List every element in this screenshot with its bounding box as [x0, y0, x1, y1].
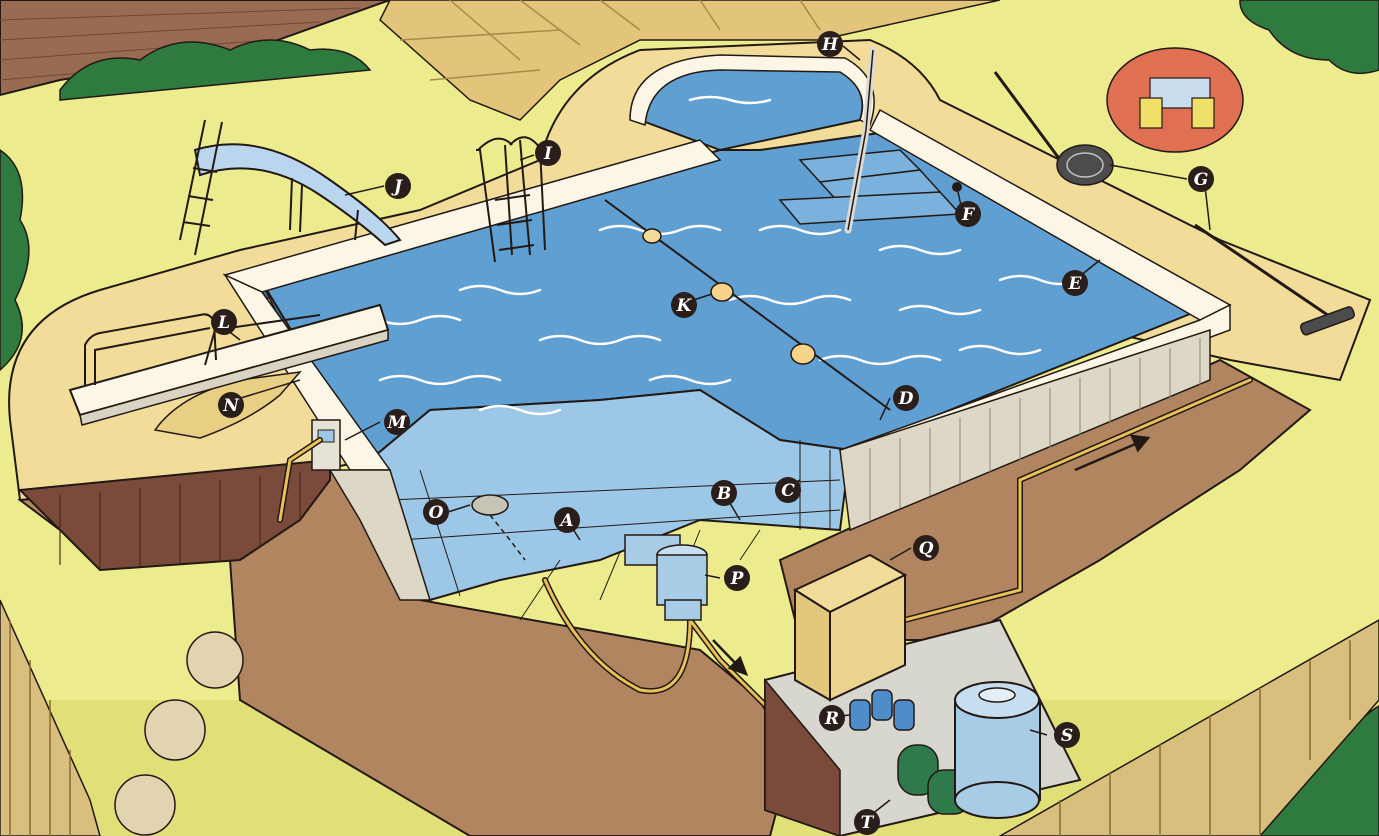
- label-F: F: [955, 201, 981, 227]
- stepping-stones: [114, 631, 244, 836]
- heater: [792, 553, 908, 702]
- paving-joints: [399, 0, 821, 81]
- return-inlet: [952, 182, 962, 192]
- label-J: J: [385, 173, 411, 199]
- label-S-text: S: [1061, 726, 1073, 746]
- test-kit: [1106, 47, 1244, 153]
- label-C-text: C: [781, 481, 795, 501]
- float-1: [642, 228, 662, 244]
- label-H: H: [817, 31, 843, 57]
- main-drain: [471, 494, 526, 561]
- fence-left-boards: [9, 620, 71, 836]
- wall-grain-right: [869, 338, 1201, 520]
- label-J-text: J: [391, 177, 403, 197]
- label-P-text: P: [730, 569, 745, 589]
- label-N: N: [218, 392, 244, 418]
- label-B: B: [711, 480, 737, 506]
- label-A-text: A: [558, 511, 573, 531]
- hedge-left: [0, 149, 30, 371]
- label-D: D: [893, 385, 919, 411]
- label-B-text: B: [716, 484, 731, 504]
- cleaning-equipment: [993, 71, 1355, 336]
- float-3: [790, 343, 816, 365]
- flow-arrows: [712, 434, 1151, 677]
- label-L-text: L: [217, 313, 230, 333]
- spa-steps: [778, 149, 962, 225]
- label-T: T: [854, 809, 880, 835]
- water-slide: [179, 119, 402, 256]
- chemical-feeder: [849, 689, 915, 731]
- label-I-text: I: [543, 144, 553, 164]
- label-O-text: O: [429, 503, 444, 523]
- pool-wall-left-exterior: [328, 469, 432, 601]
- label-T-text: T: [861, 813, 875, 833]
- label-L: L: [211, 309, 237, 335]
- label-O: O: [423, 499, 449, 525]
- label-A: A: [554, 507, 580, 533]
- wall-grain-left: [59, 472, 301, 568]
- fence-right: [998, 619, 1379, 836]
- handrail-outline: [847, 49, 874, 231]
- spa-coping: [629, 54, 875, 127]
- label-Q: Q: [913, 535, 939, 561]
- fence-right-boards: [1059, 640, 1351, 836]
- label-R: R: [819, 705, 845, 731]
- label-K-text: K: [676, 296, 693, 316]
- label-E-text: E: [1068, 274, 1083, 294]
- label-C: C: [775, 477, 801, 503]
- label-N-text: N: [222, 396, 240, 416]
- filter: [954, 681, 1041, 819]
- label-S: S: [1054, 722, 1080, 748]
- label-M: M: [384, 409, 410, 435]
- pump: [624, 534, 708, 621]
- label-F-text: F: [961, 205, 976, 225]
- label-R-text: R: [824, 709, 839, 729]
- float-2: [710, 282, 734, 302]
- hedge-top-left: [59, 39, 372, 101]
- label-G: G: [1188, 166, 1214, 192]
- equipment-pad-side: [764, 677, 841, 836]
- label-P: P: [724, 565, 750, 591]
- label-D-text: D: [898, 389, 914, 409]
- label-K: K: [671, 292, 697, 318]
- label-Q-text: Q: [919, 539, 934, 559]
- pool-wall-front-right: [839, 328, 1211, 532]
- label-H-text: H: [821, 35, 839, 55]
- label-I: I: [535, 140, 561, 166]
- label-M-text: M: [387, 413, 408, 433]
- label-E: E: [1062, 270, 1088, 296]
- label-G-text: G: [1194, 170, 1209, 190]
- hedge-top-right: [1239, 0, 1379, 75]
- paving-stones: [379, 0, 1001, 121]
